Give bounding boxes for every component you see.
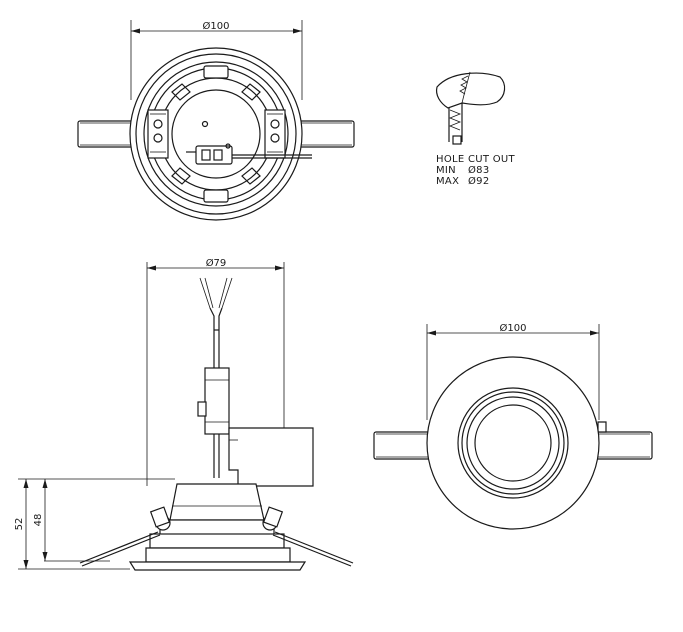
front-view-diameter-label: Ø100 [500,322,527,334]
side-view-cable [197,277,233,478]
hole-cutout-max-value: Ø92 [468,175,490,187]
side-view-height-outer-label: 52 [14,518,25,531]
top-view-diameter-label: Ø100 [203,20,230,32]
side-view-clip-left [79,506,171,567]
hole-cutout-max-label: MAX [436,176,459,187]
side-view-driver-box [228,427,314,487]
top-view-clip-mechanism-right [264,109,286,159]
side-view-housing [128,483,307,571]
top-view-terminal-block [186,143,312,165]
top-view-inner-housing [171,89,261,179]
hole-cutout-min-value: Ø83 [468,164,490,176]
front-view: Ø100 [373,322,653,530]
side-view-height-inner-label: 48 [33,514,44,527]
side-view-bezel [128,561,307,571]
side-view-connector [204,367,230,435]
hole-cutout-min-label: MIN [436,165,456,176]
front-view-spring-clip-left [373,431,435,460]
front-view-bezel [426,356,600,530]
top-view: Ø100 [77,20,355,221]
front-view-lens [474,404,552,482]
hole-cutout-detail: HOLE CUT OUT MIN Ø83 MAX Ø92 [435,71,516,187]
side-view-clip-right [262,506,354,567]
top-view-clip-mechanism-left [147,109,169,159]
hole-cutout-title: HOLE CUT OUT [436,154,516,165]
side-view: Ø79 52 48 [14,257,354,571]
front-view-spring-clip-right [591,421,653,460]
side-view-diameter-label: Ø79 [206,257,227,269]
